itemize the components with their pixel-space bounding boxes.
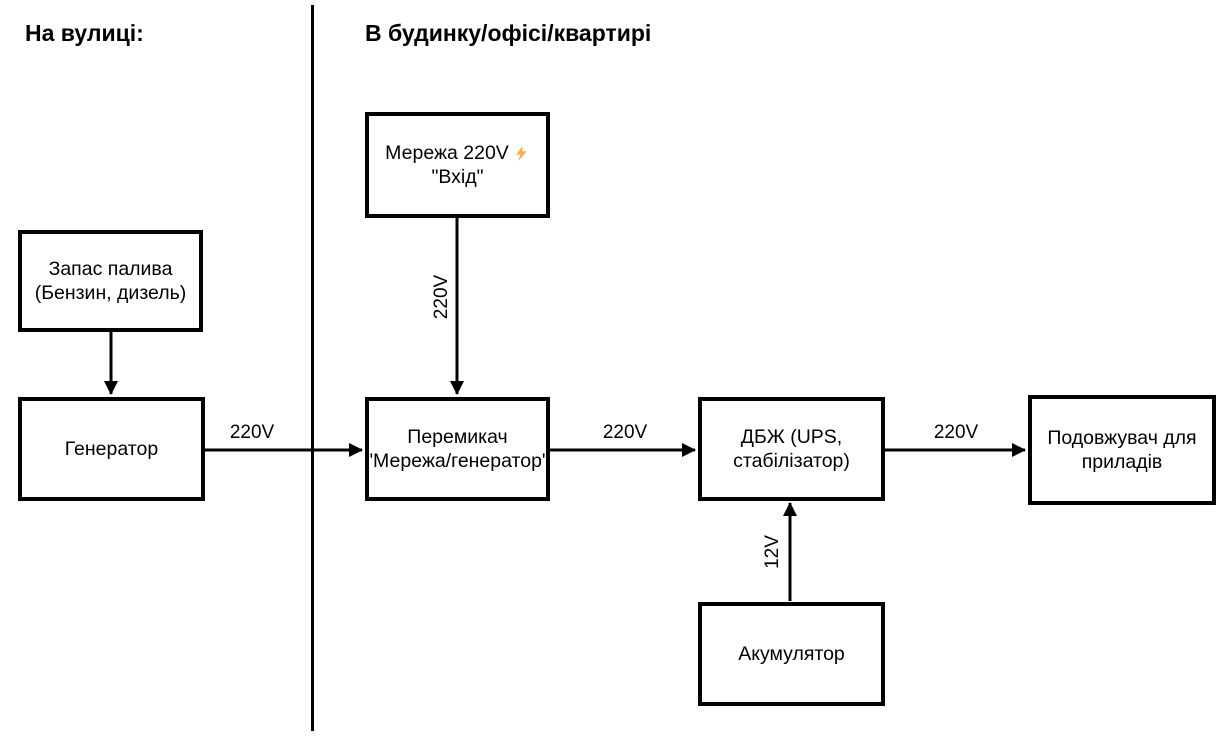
node-battery-label: Акумулятор <box>738 643 845 665</box>
node-fuel-label2: (Бензин, дизель) <box>34 282 187 304</box>
node-generator-label: Генератор <box>64 438 159 460</box>
section-header-outside: На вулиці: <box>25 20 144 46</box>
node-ups: ДБЖ (UPS, стабілізатор) <box>698 397 885 501</box>
edge-label-generator-to-switch: 220V <box>229 422 275 443</box>
node-switch-label: Перемикач <box>407 426 508 448</box>
node-battery: Акумулятор <box>698 602 885 706</box>
edge-label-battery-to-ups: 12V <box>762 535 783 569</box>
node-fuel-supply: Запас палива (Бензин, дизель) <box>18 230 203 332</box>
node-extension-label: Подовжувач для <box>1047 427 1197 449</box>
node-extension-label2: приладів <box>1081 451 1163 473</box>
section-divider-line <box>311 5 314 731</box>
node-ups-label: ДБЖ (UPS, <box>740 426 843 448</box>
node-grid-input: Мережа 220V "Вхід" <box>365 112 550 218</box>
edge-label-ups-to-extension: 220V <box>933 422 979 443</box>
node-extension-cord: Подовжувач для приладів <box>1028 395 1216 505</box>
node-grid-line1-wrap: Мережа 220V <box>385 141 530 165</box>
node-grid-label2: "Вхід" <box>431 166 484 188</box>
node-ups-label2: стабілізатор) <box>733 450 850 472</box>
edge-label-switch-to-ups: 220V <box>602 422 648 443</box>
lightning-icon-shape <box>516 145 527 161</box>
section-header-indoors: В будинку/офісі/квартирі <box>365 20 652 46</box>
node-grid-label: Мережа 220V <box>385 142 509 164</box>
node-fuel-label: Запас палива <box>48 258 173 280</box>
node-switch-label2: "Мережа/генератор" <box>366 450 549 472</box>
edge-label-grid-to-switch: 220V <box>431 274 452 320</box>
lightning-icon <box>516 145 527 161</box>
node-generator: Генератор <box>18 397 205 501</box>
node-transfer-switch: Перемикач "Мережа/генератор" <box>365 397 550 501</box>
